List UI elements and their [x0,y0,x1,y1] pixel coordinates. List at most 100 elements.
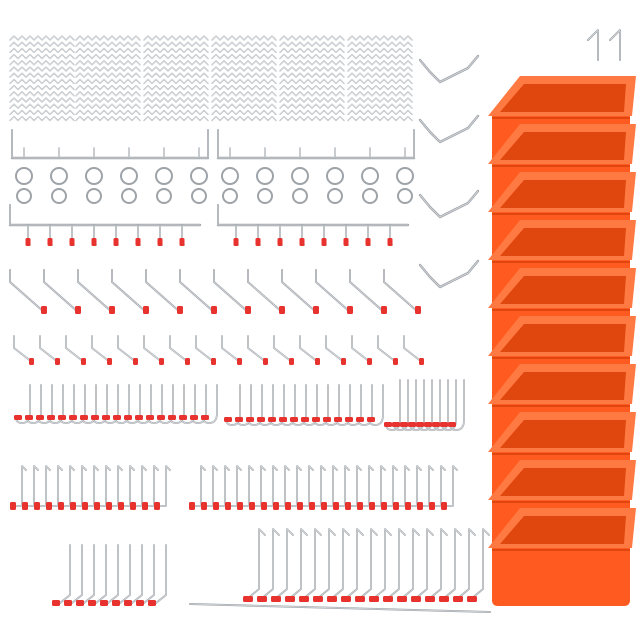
hook-cap [425,596,435,602]
hook-cap [313,306,319,314]
multi-prong-bar-left [8,204,202,246]
pegboard-clip-highlight [347,66,413,72]
hook-cap [271,596,281,602]
hook-cap [341,596,351,602]
hook-cap [334,417,342,422]
hook-cap [429,502,435,510]
hook-cap [357,502,363,510]
angled-hook-highlight [386,528,406,600]
pegboard-clip-highlight [75,66,141,72]
angled-hook-highlight [288,528,308,600]
pegboard-clip-highlight [211,85,277,91]
hook-cap [243,596,253,602]
hook-cap [384,422,392,427]
prong-cap [135,238,141,246]
hook-cap [392,422,400,427]
pegboard-clip-highlight [9,109,75,115]
l-hook-highlight [310,465,326,507]
u-bracket-hook-highlight [419,55,479,83]
l-hook-highlight [95,465,111,507]
pegboard-clip-highlight [9,85,75,91]
hook-cap [327,596,337,602]
hook-cap [148,600,156,606]
bin-hanger-hook-highlight [609,29,621,61]
long-hook-highlight [43,269,79,313]
pegboard-clip-highlight [279,35,345,41]
long-hook-highlight [213,269,249,313]
ring-hook [256,167,274,185]
ring-hook [257,188,273,204]
pegboard-clip-highlight [143,109,209,115]
ring-hook [191,188,207,204]
angled-hook-highlight [95,544,107,604]
l-hook-highlight [214,465,230,507]
hook-cap [405,502,411,510]
l-hook-highlight [190,465,206,507]
pegboard-clip-highlight [347,91,413,97]
pegboard-clip-highlight [211,91,277,97]
hook-cap [14,415,22,420]
pegboard-clip-highlight [9,72,75,78]
pegboard-clip-highlight [211,72,277,78]
pegboard-clip-highlight [211,109,277,115]
hook-cap [369,502,375,510]
l-hook-highlight [322,465,338,507]
pegboard-clip-highlight [9,78,75,84]
l-hook-highlight [370,465,386,507]
storage-bin [488,508,636,606]
pegboard-clip-highlight [143,54,209,60]
hook-cap [355,596,365,602]
hook-cap [102,415,110,420]
hook-cap [124,600,132,606]
pegboard-clip-highlight [75,47,141,53]
long-straight-hooks [9,269,421,314]
l-hook-highlight [286,465,302,507]
pegboard-clip-highlight [75,85,141,91]
pegboard-clip-highlight [279,72,345,78]
prong-cap [255,238,261,246]
j-hook-highlight [449,379,465,431]
hook-cap [80,415,88,420]
pegboard-clip-highlight [347,60,413,66]
bin-opening [500,276,626,304]
hook-cap [381,306,387,314]
short-hook-highlight [117,335,137,363]
hook-cap [34,502,40,510]
l-hook-highlight [382,465,398,507]
pegboard-clip-highlight [211,35,277,41]
hook-cap [268,417,276,422]
hook-cap [133,358,138,365]
hook-cap [135,415,143,420]
l-hook-highlight [394,465,410,507]
prong-cap [47,238,53,246]
angled-hook-highlight [470,528,490,600]
pegboard-clip-highlight [279,91,345,97]
hook-cap [315,358,320,365]
angled-hook-highlight [260,528,280,600]
hook-cap [136,600,144,606]
hook-cap [356,417,364,422]
hook-cap [142,502,148,510]
ring-hook [327,188,343,204]
long-hook-highlight [349,269,385,313]
hook-cap [290,417,298,422]
angled-hook-highlight [131,544,143,604]
bin-front [492,548,630,606]
hook-cap [64,600,72,606]
pegboard-clip-highlight [9,116,75,122]
pegboard-clip-highlight [347,47,413,53]
pegboard-clip-highlight [279,109,345,115]
bin-hanger-hook-highlight [587,29,599,61]
prong-cap [233,238,239,246]
short-hook-highlight [65,335,85,363]
bin-opening [500,84,626,112]
pegboard-clips [9,35,413,122]
pegboard-clip-highlight [279,41,345,47]
hook-cap [189,502,195,510]
l-hook-highlight [23,465,39,507]
l-hook-highlight [143,465,159,507]
angled-hook-highlight [143,544,155,604]
pegboard-clip-highlight [211,54,277,60]
long-hook-highlight [179,269,215,313]
pegboard-clip-highlight [143,97,209,103]
